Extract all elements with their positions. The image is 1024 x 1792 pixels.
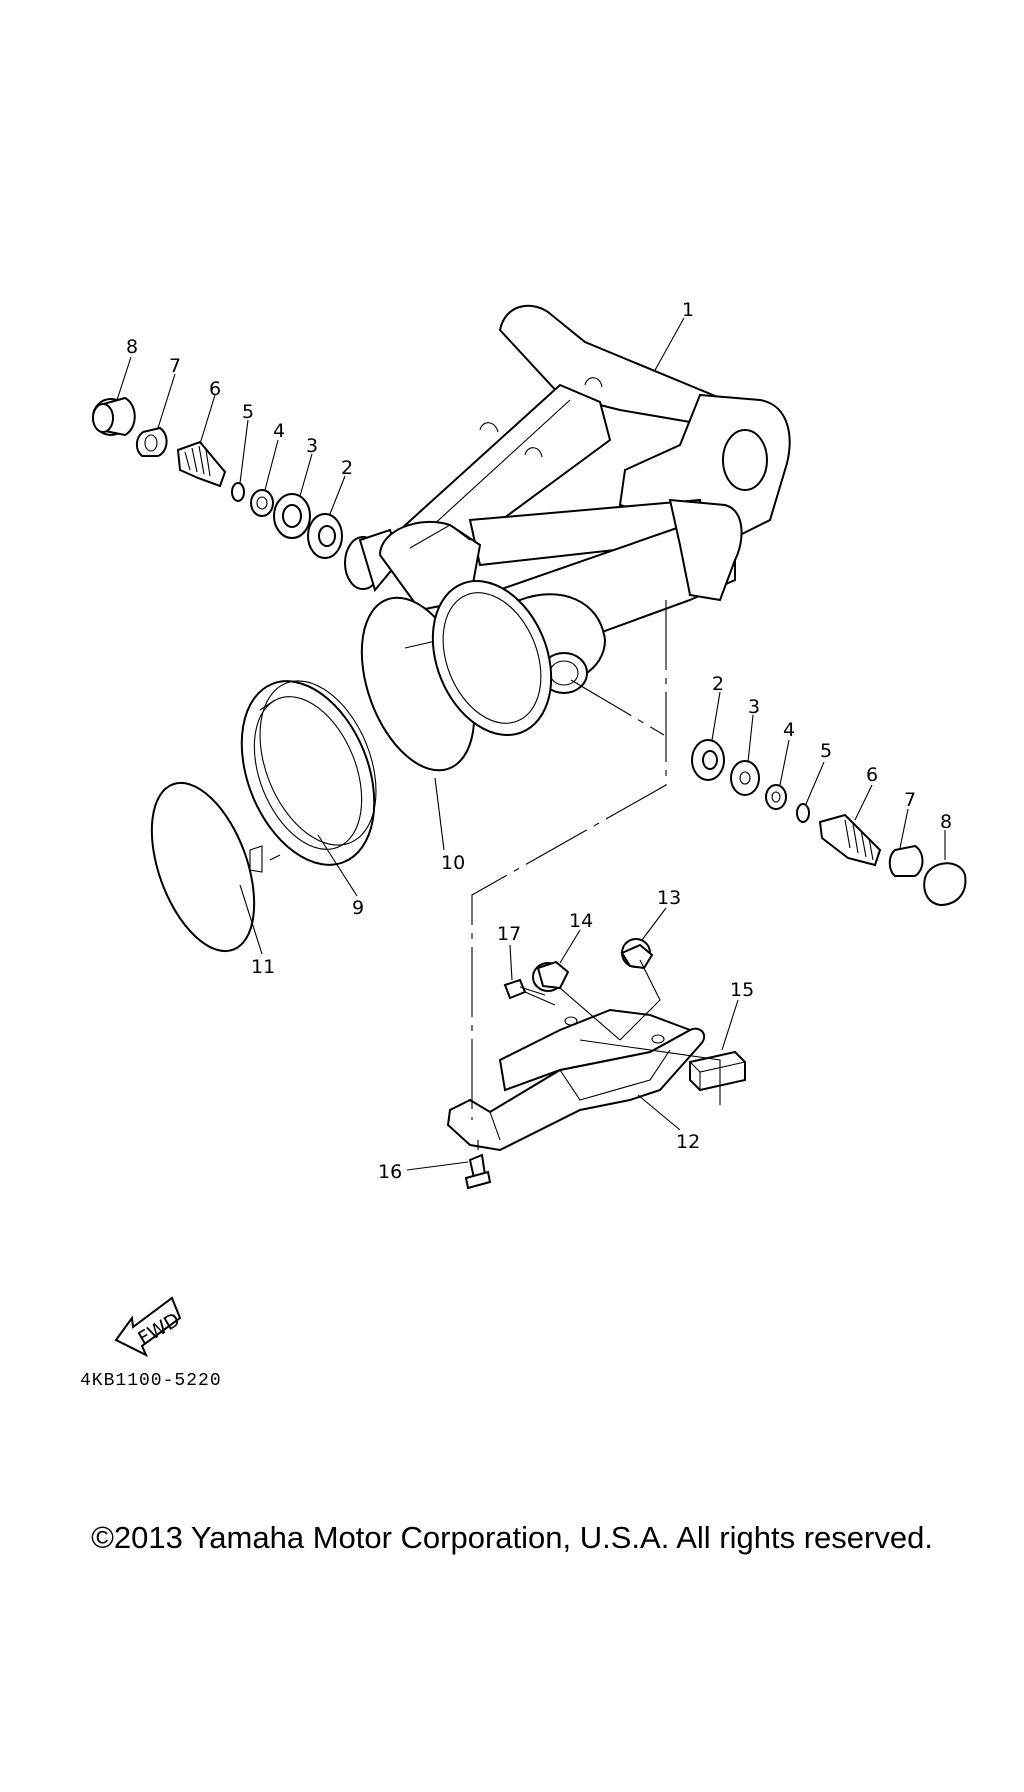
callout-8-left: 8 <box>126 336 138 358</box>
right-bearing-stack <box>691 739 967 907</box>
callout-6-right: 6 <box>866 764 878 786</box>
leader-lines <box>116 317 946 1171</box>
callout-3-left: 3 <box>306 435 318 457</box>
callout-3-right: 3 <box>748 696 760 718</box>
skid-plate-part-12 <box>446 1008 706 1152</box>
callout-7-right: 7 <box>904 789 916 811</box>
boot-and-clamps <box>150 580 553 953</box>
callout-15: 15 <box>730 979 754 1001</box>
callout-5-right: 5 <box>820 740 832 762</box>
callout-5-left: 5 <box>242 401 254 423</box>
callout-2-right: 2 <box>712 673 724 695</box>
callout-7-left: 7 <box>169 355 181 377</box>
callout-12: 12 <box>676 1131 700 1153</box>
callout-6-left: 6 <box>209 378 221 400</box>
left-bearing-stack <box>92 396 343 559</box>
part-code: 4KB1100-5220 <box>80 1371 222 1391</box>
callout-17: 17 <box>497 923 521 945</box>
callout-16: 16 <box>378 1161 402 1183</box>
callout-4-right: 4 <box>783 719 795 741</box>
callout-1-top: 1 <box>682 299 694 321</box>
callout-4-left: 4 <box>273 420 285 442</box>
callout-8-right: 8 <box>940 811 952 833</box>
callout-9: 9 <box>352 897 364 919</box>
copyright-notice: ©2013 Yamaha Motor Corporation, U.S.A. A… <box>91 1520 933 1555</box>
callout-11: 11 <box>251 956 275 978</box>
callout-2-left: 2 <box>341 457 353 479</box>
callout-labels: 1 8 7 6 5 4 3 2 2 3 4 5 6 7 8 9 10 11 12… <box>126 299 952 1183</box>
callout-13: 13 <box>657 887 681 909</box>
callout-14: 14 <box>569 910 593 932</box>
fwd-arrow-icon: FWD <box>114 1296 184 1358</box>
callout-10: 10 <box>441 852 465 874</box>
hardware-parts <box>464 938 746 1190</box>
